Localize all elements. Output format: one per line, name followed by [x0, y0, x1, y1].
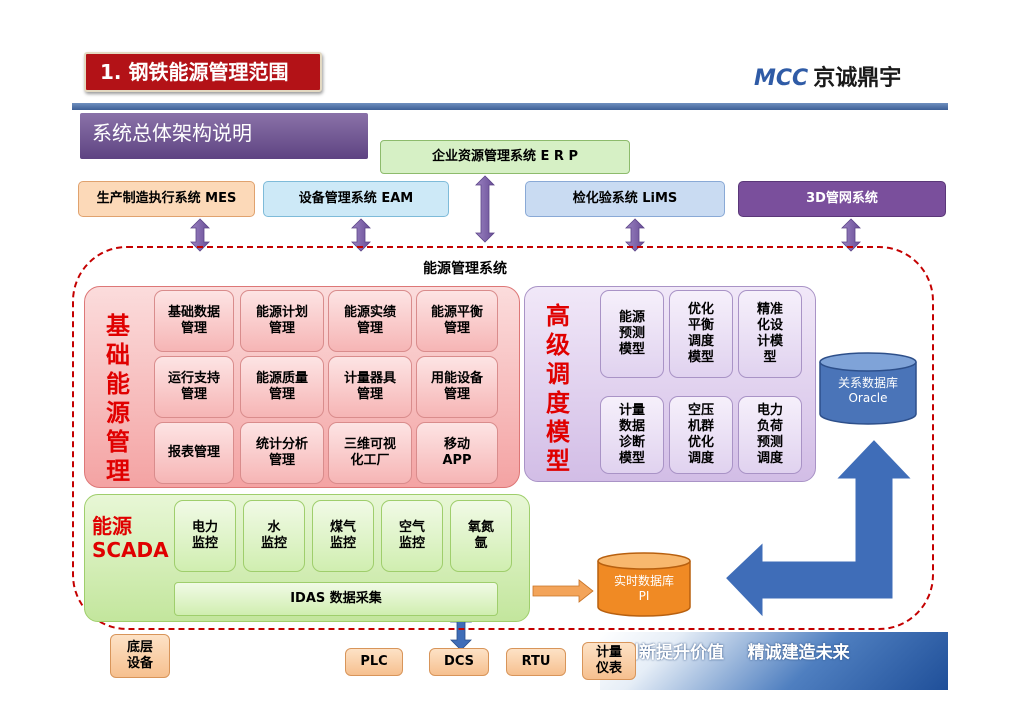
logo-mark: MCC [754, 66, 809, 91]
dcs-box: DCS [429, 648, 489, 676]
header-divider [72, 103, 948, 110]
pi-database-cylinder [597, 552, 691, 617]
company-slogan: 创新提升价值 精诚建造未来 [622, 643, 850, 663]
module-energy-plan: 能源计划 管理 [240, 290, 324, 352]
erp-system-box: 企业资源管理系统 E R P [380, 140, 630, 174]
rtu-box: RTU [506, 648, 566, 676]
energy-scada-title: 能源 SCADA [92, 514, 169, 562]
lims-system-box: 检化验系统 LiMS [525, 181, 725, 217]
plc-box: PLC [345, 648, 403, 676]
module-meter-instruments: 计量器具 管理 [328, 356, 412, 418]
module-statistics: 统计分析 管理 [240, 422, 324, 484]
scada-power-monitor: 电力 监控 [174, 500, 236, 572]
module-operation-support: 运行支持 管理 [154, 356, 234, 418]
pi-database-label: 实时数据库 PI [613, 574, 674, 603]
module-energy-equipment: 用能设备 管理 [416, 356, 498, 418]
eam-system-box: 设备管理系统 EAM [263, 181, 449, 217]
footer-band [600, 632, 948, 690]
module-3d-factory: 三维可视 化工厂 [328, 422, 412, 484]
scada-oxygen-nitrogen-argon: 氧氮 氩 [450, 500, 512, 572]
module-reports: 报表管理 [154, 422, 234, 484]
module-basic-data: 基础数据 管理 [154, 290, 234, 352]
scada-water-monitor: 水 监控 [243, 500, 305, 572]
section-subtitle: 系统总体架构说明 [80, 113, 368, 159]
module-energy-balance: 能源平衡 管理 [416, 290, 498, 352]
model-compressor-dispatch: 空压 机群 优化 调度 [669, 396, 733, 474]
model-precision-design: 精准 化设 计模 型 [738, 290, 802, 378]
model-meter-diagnosis: 计量 数据 诊断 模型 [600, 396, 664, 474]
energy-management-system-boundary [72, 246, 934, 630]
model-balance-dispatch: 优化 平衡 调度 模型 [669, 290, 733, 378]
module-energy-actual: 能源实绩 管理 [328, 290, 412, 352]
advanced-scheduling-title: 高级调度模型 [546, 302, 570, 475]
meters-box: 计量 仪表 [582, 642, 636, 680]
pipe3d-system-box: 3D管网系统 [738, 181, 946, 217]
oracle-database-label: 关系数据库 Oracle [837, 376, 898, 405]
module-energy-quality: 能源质量 管理 [240, 356, 324, 418]
logo-text: 京诚鼎宇 [813, 66, 902, 91]
idas-data-acquisition: IDAS 数据采集 [174, 582, 498, 616]
company-logo: MCC 京诚鼎宇 [754, 60, 944, 96]
scada-air-monitor: 空气 监控 [381, 500, 443, 572]
base-devices-box: 底层 设备 [110, 634, 170, 678]
energy-management-system-label: 能源管理系统 [423, 261, 507, 277]
mes-system-box: 生产制造执行系统 MES [78, 181, 255, 217]
page-title: 1. 钢铁能源管理范围 [84, 52, 322, 92]
model-power-load-forecast: 电力 负荷 预测 调度 [738, 396, 802, 474]
base-energy-management-title: 基础能源管理 [106, 312, 130, 485]
model-energy-forecast: 能源 预测 模型 [600, 290, 664, 378]
scada-gas-monitor: 煤气 监控 [312, 500, 374, 572]
oracle-database-cylinder [819, 352, 917, 425]
module-mobile-app: 移动 APP [416, 422, 498, 484]
